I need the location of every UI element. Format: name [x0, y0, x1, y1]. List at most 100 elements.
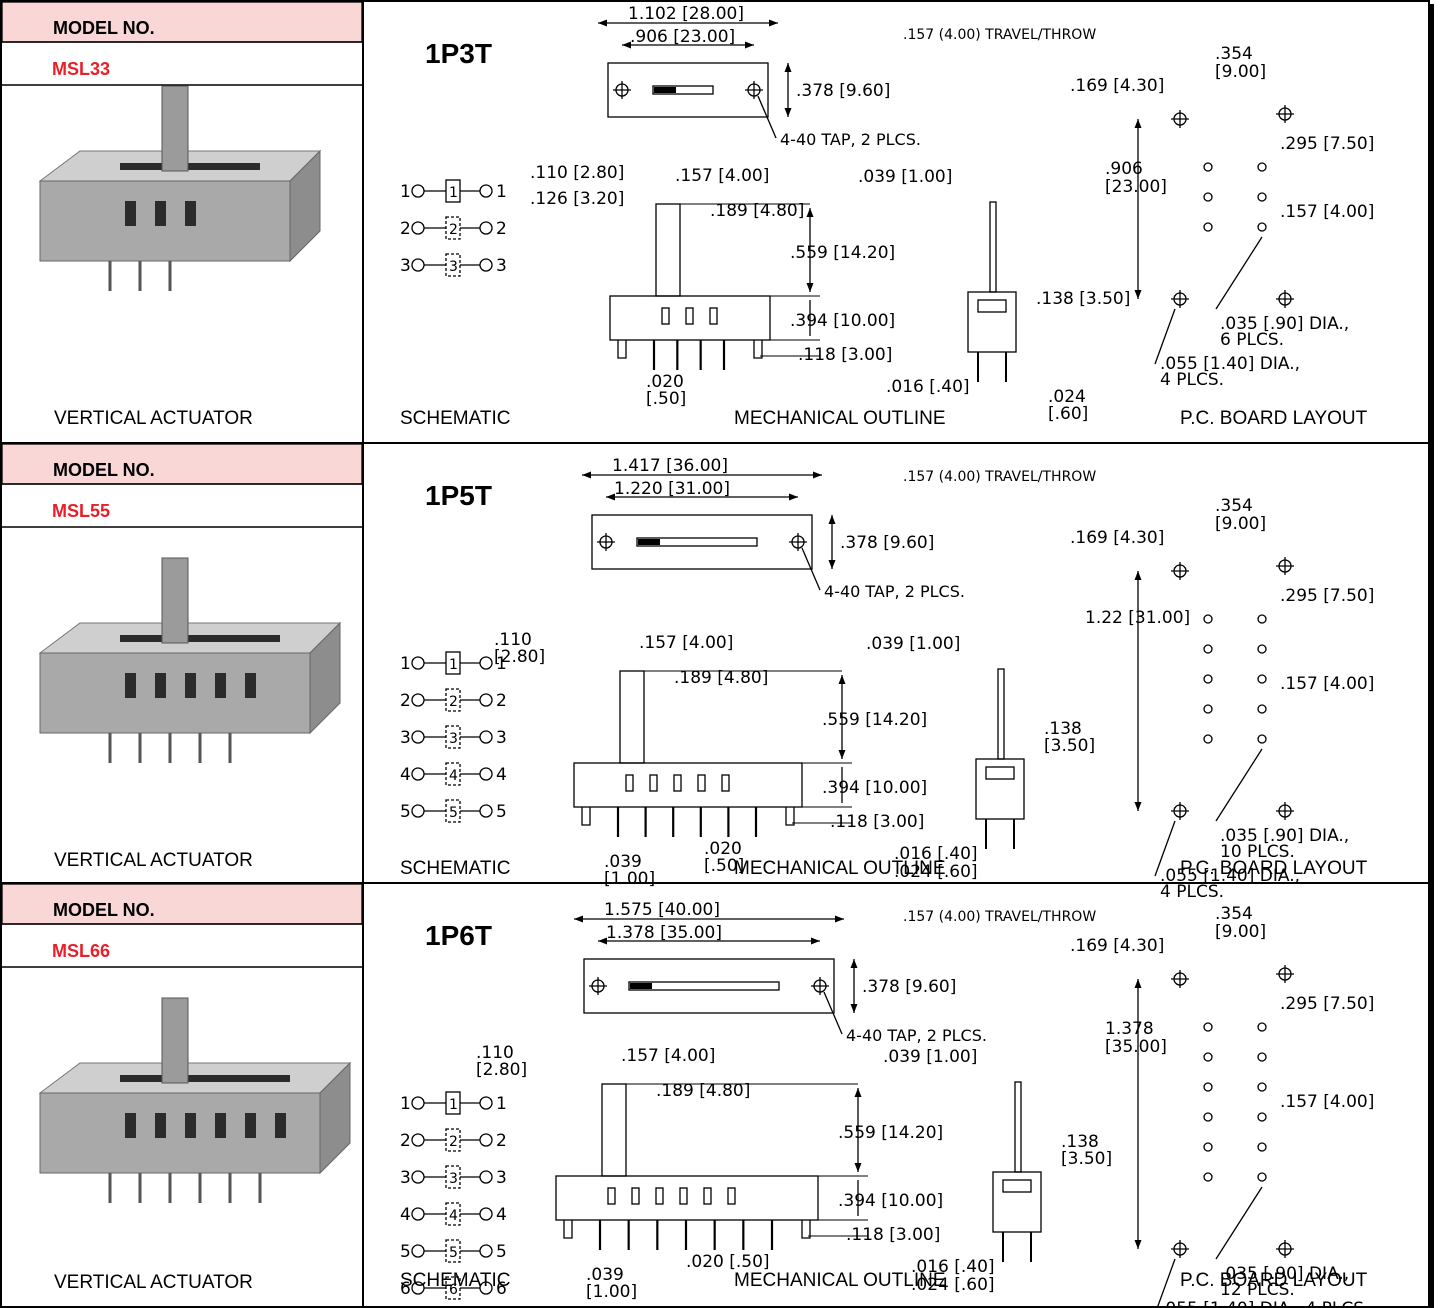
dimension-arrowhead [1134, 290, 1142, 299]
top-view-body [583, 958, 835, 1014]
dimension-arrowhead [622, 41, 631, 49]
front-view-window [631, 1187, 640, 1205]
schematic-terminal [479, 1133, 493, 1147]
leader-line [1215, 236, 1263, 310]
photo-caption: VERTICAL ACTUATOR [54, 1272, 253, 1293]
schematic-contact-number: 5 [449, 1245, 458, 1261]
top-view-slot [636, 537, 758, 547]
front-view-actuator [601, 1083, 627, 1177]
dim-width: .378 [9.60] [840, 533, 934, 553]
schematic-position-number: 2 [496, 219, 507, 239]
dim-pcb-row: .354[9.00] [1215, 496, 1266, 534]
schematic-terminal [479, 693, 493, 707]
mechanical-caption: MECHANICAL OUTLINE [734, 1270, 946, 1291]
dim-actuator-thickness: .039 [1.00] [858, 167, 952, 187]
schematic-position-number: 2 [400, 691, 411, 711]
dim-c: .189 [4.80] [656, 1081, 750, 1101]
schematic-terminal [479, 1207, 493, 1221]
switch-window [215, 1113, 226, 1138]
leader-line [801, 547, 821, 591]
model-number: MSL66 [52, 941, 111, 961]
dim-pin-d1: .016 [.40] [911, 1257, 995, 1277]
schematic-terminal [479, 221, 493, 235]
dimension-arrowhead [854, 1163, 862, 1172]
schematic-terminal [411, 1207, 425, 1221]
dim-c: .189 [4.80] [710, 201, 804, 221]
dim-pin-length: .118 [3.00] [846, 1225, 940, 1245]
dim-tap-note: 4-40 TAP, 2 PLCS. [824, 582, 965, 601]
switch-window [125, 201, 136, 226]
dim-a: .110[2.80] [494, 630, 545, 667]
dim-pin-length: .118 [3.00] [830, 812, 924, 832]
schematic-terminal [411, 1133, 425, 1147]
pcb-terminal-hole [1203, 704, 1213, 714]
leader-line [1154, 820, 1176, 877]
switch-window [125, 673, 136, 698]
dimension-arrowhead [806, 283, 814, 292]
side-view-cavity [1002, 1179, 1032, 1193]
dimension-arrowhead [838, 750, 846, 759]
dim-pin-length: .118 [3.00] [798, 345, 892, 365]
pcb-terminal-hole [1203, 1172, 1213, 1182]
model-header-label: MODEL NO. [53, 18, 155, 38]
schematic-terminal [411, 1096, 425, 1110]
schematic-caption: SCHEMATIC [400, 858, 511, 879]
dim-pcb-small-hole: .035 [.90] DIA.,12 PLCS. [1220, 1264, 1349, 1300]
top-view-actuator [630, 983, 652, 989]
switch-window [185, 1113, 196, 1138]
schematic-position-number: 5 [496, 802, 507, 822]
schematic-terminal [411, 656, 425, 670]
schematic-position-number: 1 [496, 654, 507, 674]
schematic-position-number: 4 [400, 1205, 411, 1225]
dim-pcb-hole-offset: .295 [7.50] [1280, 586, 1374, 606]
pcb-terminal-hole [1203, 162, 1213, 172]
dim-pcb-offset: .169 [4.30] [1070, 76, 1164, 96]
pcb-terminal-hole [1257, 1082, 1267, 1092]
front-view-window [649, 774, 658, 792]
dim-pcb-large-hole: .055 [1.40] DIA.,4 PLCS. [1160, 354, 1300, 390]
top-view-actuator [638, 539, 660, 545]
dim-overall-length: 1.417 [36.00] [612, 456, 728, 476]
side-view-cavity [977, 299, 1007, 313]
schematic-position-number: 1 [400, 182, 411, 202]
dimension-arrowhead [835, 915, 844, 923]
schematic-terminal [411, 221, 425, 235]
schematic-terminal [479, 804, 493, 818]
dim-actuator-thickness: .039 [1.00] [883, 1047, 977, 1067]
dimension-arrowhead [606, 493, 615, 501]
schematic-terminal [479, 730, 493, 744]
switch-window [275, 1113, 286, 1138]
dimension-arrowhead [784, 63, 792, 72]
dimension-arrowhead [582, 471, 591, 479]
schematic-position-number: 2 [496, 1131, 507, 1151]
front-view-mount-leg [581, 807, 591, 826]
switch-slot [120, 1075, 290, 1082]
schematic-contact-number: 4 [449, 768, 458, 784]
schematic-position-number: 6 [400, 1279, 411, 1299]
front-view-window [703, 1187, 712, 1205]
dim-actuator-width: .157 [4.00] [639, 633, 733, 653]
dimension-arrowhead [828, 560, 836, 569]
leader-line [823, 991, 843, 1035]
leader-line [1156, 1258, 1176, 1308]
photo-caption: VERTICAL ACTUATOR [54, 850, 253, 871]
leader-line [1215, 748, 1263, 822]
schematic-terminal [479, 184, 493, 198]
front-view-mount-leg [801, 1220, 811, 1239]
switch-actuator [161, 997, 189, 1084]
pcb-terminal-hole [1257, 1142, 1267, 1152]
dim-side: .138[3.50] [1044, 719, 1095, 756]
dim-tap-note: 4-40 TAP, 2 PLCS. [846, 1026, 987, 1045]
front-view-window [607, 1187, 616, 1205]
dimension-arrowhead [838, 675, 846, 684]
switch-window [155, 1113, 166, 1138]
pcb-terminal-hole [1257, 1172, 1267, 1182]
pcb-caption: P.C. BOARD LAYOUT [1180, 408, 1368, 429]
pcb-terminal-hole [1257, 162, 1267, 172]
dim-actuator-height: .559 [14.20] [838, 1123, 943, 1143]
switch-photo [38, 557, 342, 763]
front-view-window [655, 1187, 664, 1205]
dim-c: .189 [4.80] [674, 668, 768, 688]
dim-pin-d1: .016 [.40] [894, 844, 978, 864]
